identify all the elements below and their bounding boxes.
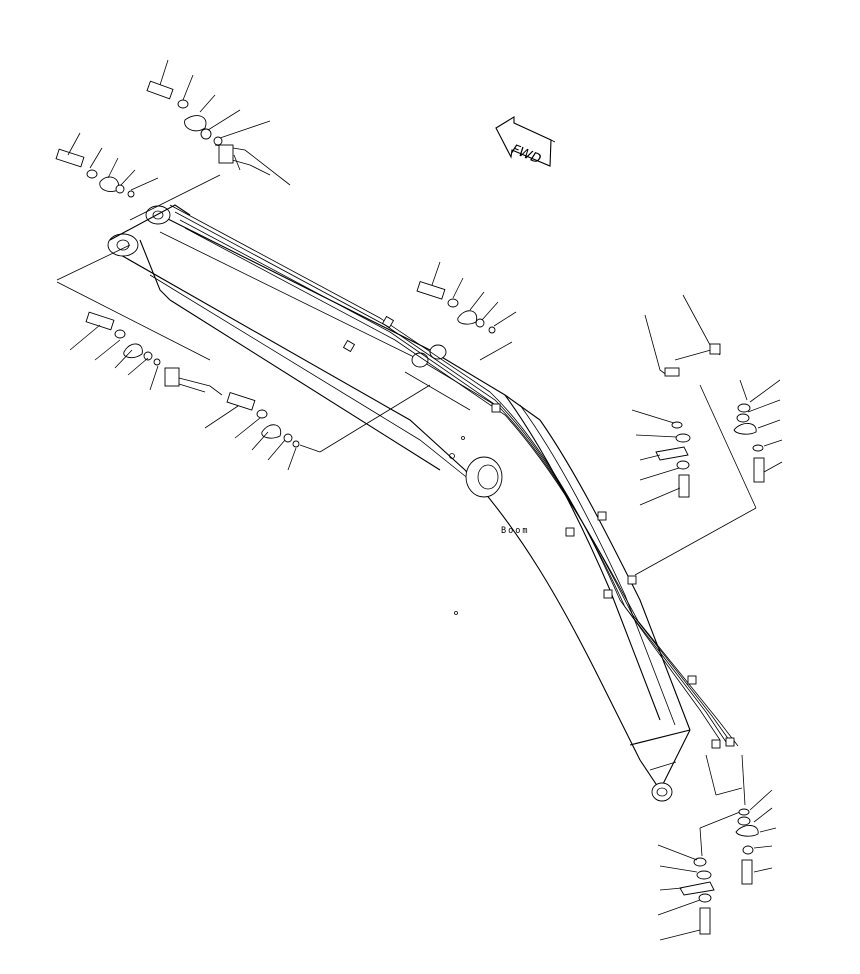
fitting-group-top [129, 59, 291, 221]
fwd-arrow: FWD [495, 116, 556, 167]
fitting-group-left-upper [55, 132, 159, 281]
hydraulic-piping [169, 204, 739, 749]
fwd-label: FWD [508, 143, 544, 167]
fitting-group-left-lower [56, 281, 223, 396]
fitting-group-mid [204, 384, 431, 471]
fitting-group-upper-mid [416, 261, 517, 361]
fitting-group-right-lower [657, 754, 777, 941]
fitting-group-right-upper [631, 294, 783, 576]
boom-label: Boom [501, 526, 529, 536]
boom-body [107, 204, 691, 802]
